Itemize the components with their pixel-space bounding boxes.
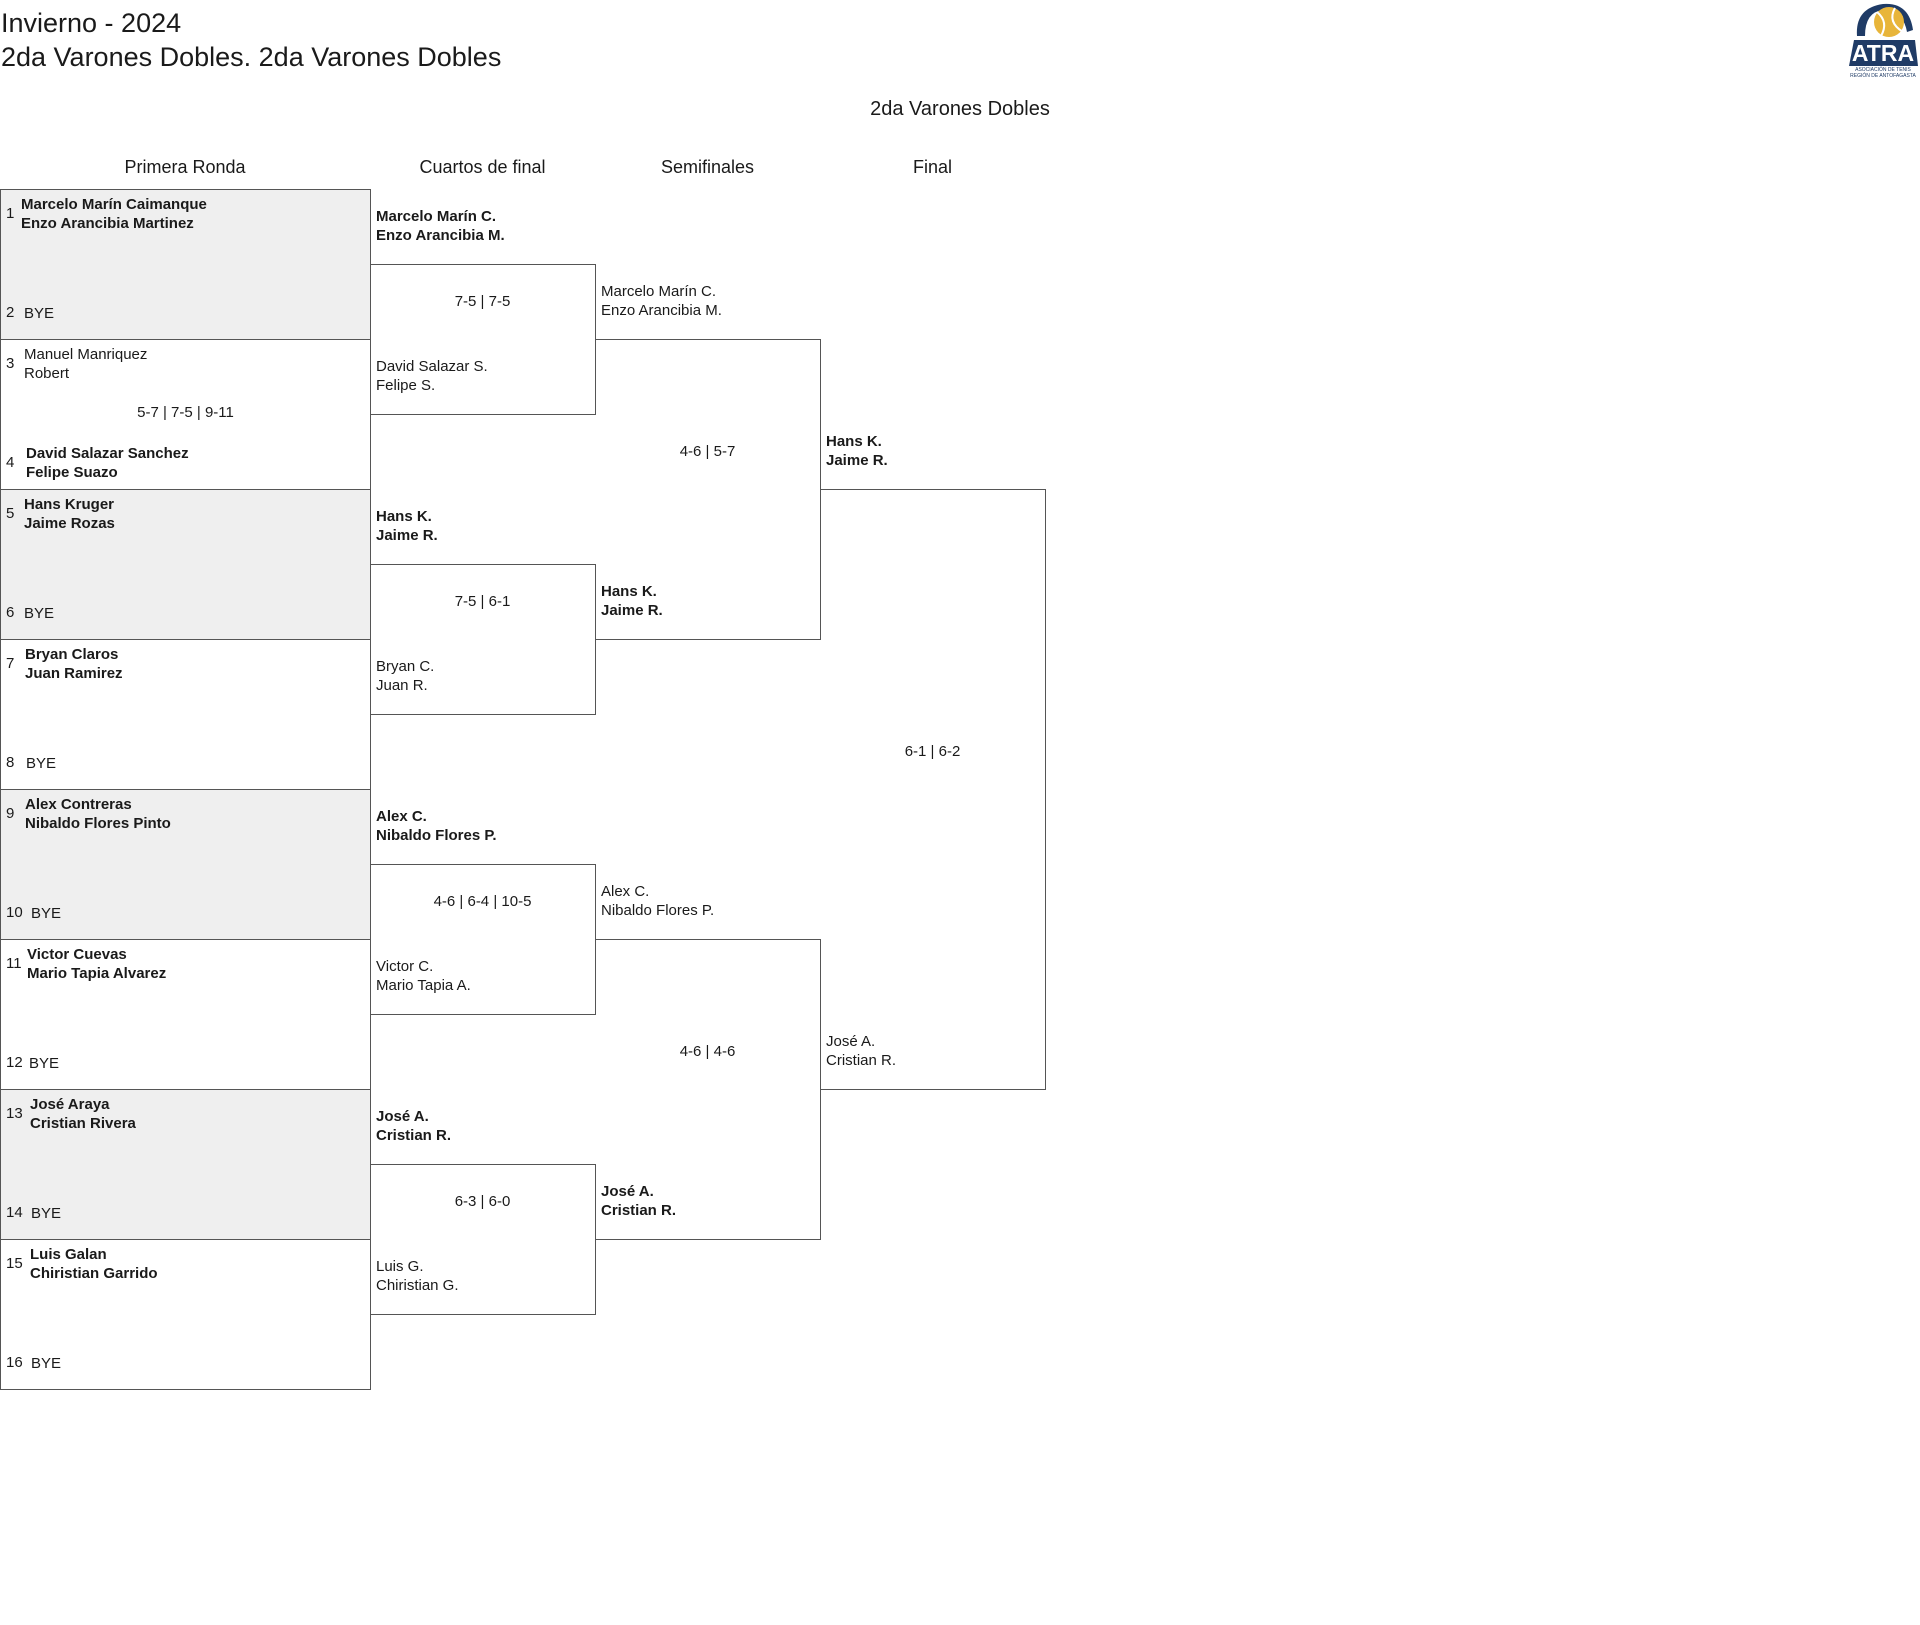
team-entry: Victor C.Mario Tapia A. xyxy=(376,958,471,994)
team-entry: Luis G.Chiristian G. xyxy=(376,1258,459,1294)
round-header-final: Final xyxy=(912,157,952,177)
team-entry: Hans K.Jaime R. xyxy=(601,583,663,619)
bye-entry: BYE xyxy=(24,605,55,622)
bye-entry: BYE xyxy=(24,305,55,322)
bracket-title: 2da Varones Dobles xyxy=(870,98,1050,120)
seed-number: 11 xyxy=(6,955,22,972)
bye-entry: BYE xyxy=(29,1055,60,1072)
seed-number: 15 xyxy=(6,1255,23,1272)
seed-number: 7 xyxy=(6,655,15,672)
round-header-semifinales: Semifinales xyxy=(660,157,755,177)
logo-subtext-1: ASOCIACIÓN DE TENIS xyxy=(1855,67,1911,73)
seed-number: 4 xyxy=(6,454,15,471)
seed-number: 9 xyxy=(6,805,15,822)
team-entry: Marcelo Marín C.Enzo Arancibia M. xyxy=(601,283,722,319)
draw-title: 2da Varones Dobles. 2da Varones Dobles xyxy=(1,42,502,72)
round-header-primera-ronda: Primera Ronda xyxy=(124,157,246,177)
logo-subtext-2: REGIÓN DE ANTOFAGASTA xyxy=(1850,73,1916,79)
seed-number: 12 xyxy=(6,1054,23,1071)
bye-entry: BYE xyxy=(26,755,57,772)
seed-number: 2 xyxy=(6,304,15,321)
tennis-ball-icon xyxy=(1849,3,1918,66)
team-entry: Marcelo Marín C.Enzo Arancibia M. xyxy=(376,208,505,244)
seed-number: 6 xyxy=(6,604,15,621)
event-title: Invierno - 2024 xyxy=(1,8,182,38)
team-entry: Alex C.Nibaldo Flores P. xyxy=(376,808,497,844)
seed-number: 10 xyxy=(6,904,23,921)
match-score: 4-6 | 4-6 xyxy=(679,1043,736,1060)
team-entry: Bryan C.Juan R. xyxy=(376,658,435,694)
seed-number: 14 xyxy=(6,1204,23,1221)
team-entry: Hans K.Jaime R. xyxy=(376,508,438,544)
seed-number: 8 xyxy=(6,754,15,771)
team-entry: Hans K.Jaime R. xyxy=(826,433,888,469)
team-entry: José A.Cristian R. xyxy=(601,1183,677,1219)
r1-match-3 xyxy=(0,489,371,640)
team-entry: José A.Cristian R. xyxy=(376,1108,452,1144)
r1-match-7 xyxy=(0,1089,371,1240)
seed-number: 13 xyxy=(6,1105,23,1122)
round-header-cuartos: Cuartos de final xyxy=(419,157,546,177)
match-score: 5-7 | 7-5 | 9-11 xyxy=(137,404,234,421)
atra-logo: ATRA ASOCIACIÓN DE TENIS REGIÓN DE ANTOF… xyxy=(1843,0,1920,82)
seed-number: 1 xyxy=(6,205,15,222)
team-entry: Alex C.Nibaldo Flores P. xyxy=(601,883,715,919)
match-score: 4-6 | 6-4 | 10-5 xyxy=(433,893,532,910)
seed-number: 16 xyxy=(6,1354,23,1371)
team-entry: José A.Cristian R. xyxy=(826,1033,897,1069)
match-score: 4-6 | 5-7 xyxy=(679,443,736,460)
final-connector xyxy=(820,489,1046,1090)
team-entry: David Salazar S.Felipe S. xyxy=(376,358,488,394)
r1-match-5 xyxy=(0,789,371,940)
final-score: 6-1 | 6-2 xyxy=(904,743,961,760)
bye-entry: BYE xyxy=(31,905,62,922)
bye-entry: BYE xyxy=(31,1355,62,1372)
seed-number: 3 xyxy=(6,355,15,372)
match-score: 7-5 | 7-5 xyxy=(454,293,511,310)
seed-number: 5 xyxy=(6,505,15,522)
logo-text: ATRA xyxy=(1851,40,1915,66)
match-score: 6-3 | 6-0 xyxy=(454,1193,511,1210)
match-score: 7-5 | 6-1 xyxy=(454,593,511,610)
bye-entry: BYE xyxy=(31,1205,62,1222)
